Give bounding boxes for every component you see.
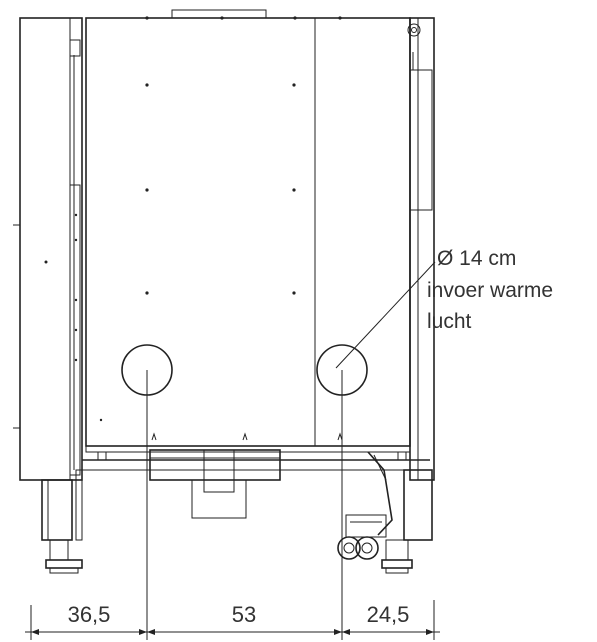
dimension-left-value: 36,5 [68,602,111,627]
right-leg [381,469,433,574]
annotation-description-line1: invoer warme [427,279,553,302]
caster-wheel [337,451,393,560]
bottom-markers [151,432,343,441]
left-leg [41,469,83,574]
dimension-center-value: 53 [232,602,256,627]
right-side-panel [407,17,435,481]
base-frame [82,445,430,471]
main-body [85,16,411,447]
top-cap [171,9,267,19]
dimension-right-value: 24,5 [367,602,410,627]
left-side-panel [13,17,83,481]
dimension-lines [25,370,440,640]
annotation-leader-line [335,261,436,369]
annotation-diameter: Ø 14 cm [437,247,516,270]
central-box [149,449,281,519]
annotation-description-line2: lucht [427,310,472,333]
